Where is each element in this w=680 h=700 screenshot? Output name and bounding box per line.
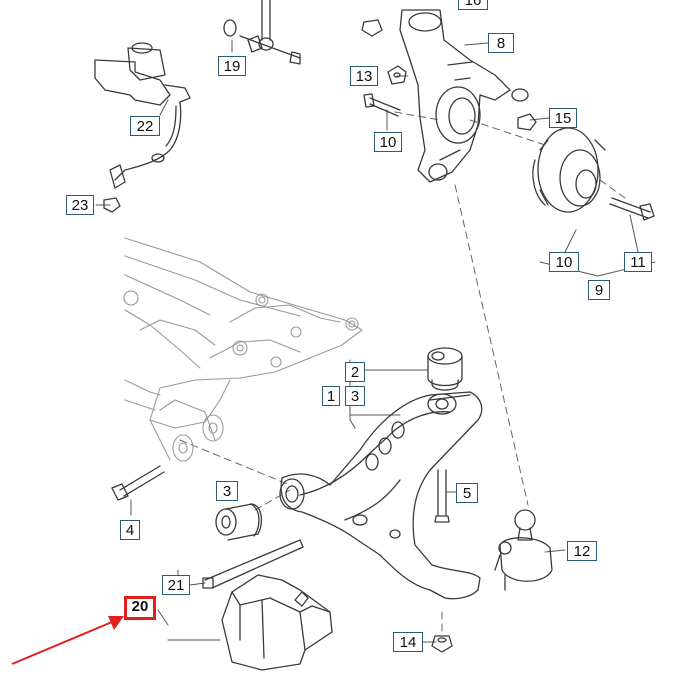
callout-1: 1 — [322, 386, 340, 406]
highlight-arrow — [11, 616, 124, 665]
callout-9: 9 — [588, 280, 610, 300]
bracket — [202, 539, 333, 671]
callout-19: 19 — [218, 56, 246, 76]
ball-joint — [494, 509, 553, 591]
callout-8: 8 — [488, 33, 514, 53]
wheel-hub — [532, 124, 606, 213]
callout-13: 13 — [350, 66, 378, 86]
callout-22: 22 — [130, 116, 160, 136]
callout-14: 14 — [393, 632, 423, 652]
knuckle — [399, 9, 529, 183]
callout-23: 23 — [66, 195, 94, 215]
callout-20-highlighted: 20 — [124, 596, 156, 620]
callout-2: 2 — [345, 362, 365, 382]
rear-bush-mount — [427, 347, 463, 391]
callout-15: 15 — [549, 108, 577, 128]
callout-10-hub: 10 — [549, 252, 579, 272]
nuts — [103, 19, 537, 653]
subframe — [123, 237, 363, 462]
level-sensor — [94, 42, 191, 189]
front-bush — [215, 503, 263, 541]
callout-5: 5 — [456, 483, 478, 503]
callout-12: 12 — [567, 541, 597, 561]
callout-10-top: 10 — [374, 132, 402, 152]
callout-21: 21 — [162, 575, 190, 595]
callout-3-upper: 3 — [345, 386, 365, 406]
callout-16: 16 — [458, 0, 488, 10]
assembly-axes — [179, 111, 626, 636]
bolts — [111, 93, 655, 523]
callout-11: 11 — [624, 252, 652, 272]
control-arm — [279, 391, 483, 600]
stabilizer-link — [223, 0, 301, 65]
callout-4: 4 — [120, 520, 140, 540]
callout-3-lower: 3 — [216, 481, 238, 501]
